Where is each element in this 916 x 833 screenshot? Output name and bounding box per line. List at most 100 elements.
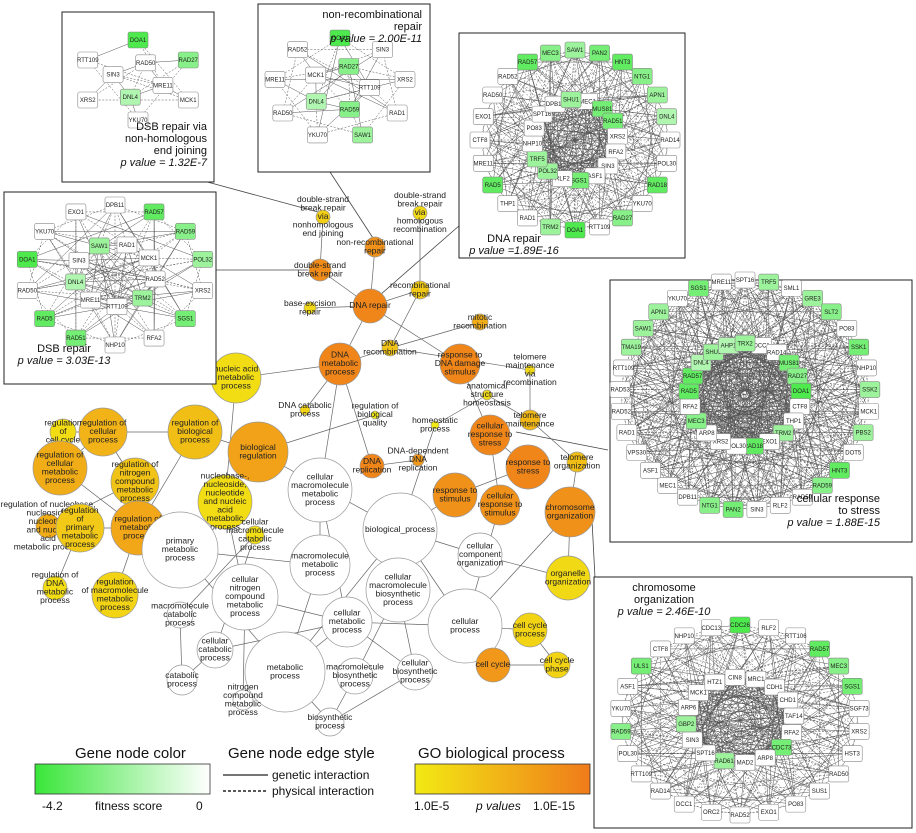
gene-node-doa1[interactable]: DOA1: [790, 382, 812, 400]
gene-node-po83[interactable]: PO83: [785, 795, 807, 813]
gene-node-saw1[interactable]: SAW1: [352, 126, 373, 144]
gene-node-sgs1[interactable]: SGS1: [175, 310, 196, 327]
gene-node-doa1[interactable]: DOA1: [329, 29, 351, 47]
gene-node-rad59[interactable]: RAD59: [811, 477, 833, 494]
go-node-cell_cycle[interactable]: cell cycle: [475, 647, 511, 683]
gene-node-rad50[interactable]: RAD50: [482, 86, 503, 104]
gene-node-mre11[interactable]: MRE11: [711, 273, 732, 291]
gene-node-rad1[interactable]: RAD1: [517, 209, 538, 227]
go-node-dna_repair[interactable]: DNA repair: [349, 288, 391, 324]
gene-node-ssk1[interactable]: SSK1: [848, 338, 870, 356]
gene-node-dcc1[interactable]: DCC1: [673, 795, 695, 813]
gene-node-rad1[interactable]: RAD1: [116, 236, 138, 254]
gene-node-dot5[interactable]: DOT5: [842, 444, 864, 461]
gene-node-exo1[interactable]: EXO1: [759, 433, 780, 450]
gene-node-htz1[interactable]: HTZ1: [704, 673, 726, 691]
gene-node-rad5[interactable]: RAD5: [482, 176, 504, 194]
gene-node-cdh1[interactable]: CDH1: [764, 678, 785, 696]
gene-node-pol30[interactable]: POL30: [656, 154, 678, 172]
gene-node-mre11[interactable]: MRE11: [80, 291, 101, 309]
gene-node-yku70[interactable]: YKU70: [631, 195, 653, 212]
gene-node-exo1[interactable]: EXO1: [758, 803, 780, 821]
gene-node-trm2[interactable]: TRM2: [540, 218, 561, 236]
gene-node-trf5[interactable]: TRF5: [758, 273, 779, 291]
gene-node-dnl4[interactable]: DNL4: [305, 93, 327, 110]
gene-node-mck1[interactable]: MCK1: [177, 91, 199, 109]
gene-node-rtt109[interactable]: RTT109: [359, 79, 381, 96]
gene-node-exo1[interactable]: EXO1: [65, 203, 87, 221]
gene-node-rad1[interactable]: RAD1: [386, 104, 408, 122]
gene-node-mrc1[interactable]: MRC1: [745, 670, 767, 688]
gene-node-slt2[interactable]: SLT2: [820, 303, 842, 321]
gene-node-rad50[interactable]: RAD50: [272, 104, 293, 122]
gene-node-uls1[interactable]: ULS1: [630, 657, 652, 675]
gene-node-sin3[interactable]: SIN3: [746, 501, 768, 518]
gene-node-pan2[interactable]: PAN2: [589, 44, 610, 62]
gene-node-mre11[interactable]: MRE11: [472, 154, 494, 172]
gene-node-pan2[interactable]: PAN2: [722, 501, 744, 518]
gene-node-sin3[interactable]: SIN3: [372, 41, 393, 58]
gene-node-rad50[interactable]: RAD50: [16, 282, 38, 299]
gene-node-rad50[interactable]: RAD50: [791, 488, 813, 506]
gene-node-saw1[interactable]: SAW1: [564, 41, 586, 59]
gene-node-arp6[interactable]: ARP6: [678, 699, 699, 716]
gene-node-vps30[interactable]: VPS30: [626, 444, 648, 461]
gene-node-ntg1[interactable]: NTG1: [699, 497, 721, 514]
gene-node-gbp2[interactable]: GBP2: [675, 715, 697, 733]
gene-node-rad18[interactable]: RAD18: [743, 437, 764, 455]
gene-node-apn1[interactable]: APN1: [648, 303, 670, 321]
gene-node-ssk2[interactable]: SSK2: [859, 381, 881, 398]
gene-node-hnt3[interactable]: HNT3: [612, 53, 633, 71]
gene-node-rad27[interactable]: RAD27: [787, 367, 808, 385]
gene-node-rad14[interactable]: RAD14: [650, 782, 671, 800]
gene-node-rtt109[interactable]: RTT109: [630, 765, 653, 783]
gene-node-rad52[interactable]: RAD52: [610, 403, 632, 420]
gene-node-cdc13[interactable]: CDC13: [700, 619, 722, 637]
gene-node-doa1[interactable]: DOA1: [127, 31, 149, 49]
gene-node-asf1[interactable]: ASF1: [617, 678, 639, 695]
gene-node-ctf8[interactable]: CTF8: [469, 131, 491, 149]
gene-node-rlf2[interactable]: RLF2: [769, 497, 791, 514]
gene-node-doa1[interactable]: DOA1: [564, 221, 586, 239]
gene-node-rad5[interactable]: RAD5: [34, 310, 55, 327]
gene-node-sml1[interactable]: SML1: [781, 279, 802, 297]
gene-node-rad51[interactable]: RAD51: [602, 112, 623, 130]
gene-node-ntg1[interactable]: NTG1: [631, 68, 653, 85]
gene-node-rad50[interactable]: RAD50: [135, 54, 156, 72]
gene-node-rad18[interactable]: RAD18: [646, 176, 668, 194]
gene-node-thp1[interactable]: THP1: [497, 195, 519, 212]
gene-node-rtt109[interactable]: RTT109: [589, 218, 611, 236]
gene-node-rad27[interactable]: RAD27: [612, 209, 633, 227]
gene-node-mck1[interactable]: MCK1: [858, 403, 880, 420]
gene-node-hst3[interactable]: HST3: [841, 745, 863, 762]
gene-node-rtt106[interactable]: RTT106: [785, 627, 807, 645]
gene-node-rad51[interactable]: RAD51: [65, 329, 86, 347]
gene-node-cdc73[interactable]: CDC73: [771, 739, 792, 756]
gene-node-rad27[interactable]: RAD27: [177, 51, 199, 69]
